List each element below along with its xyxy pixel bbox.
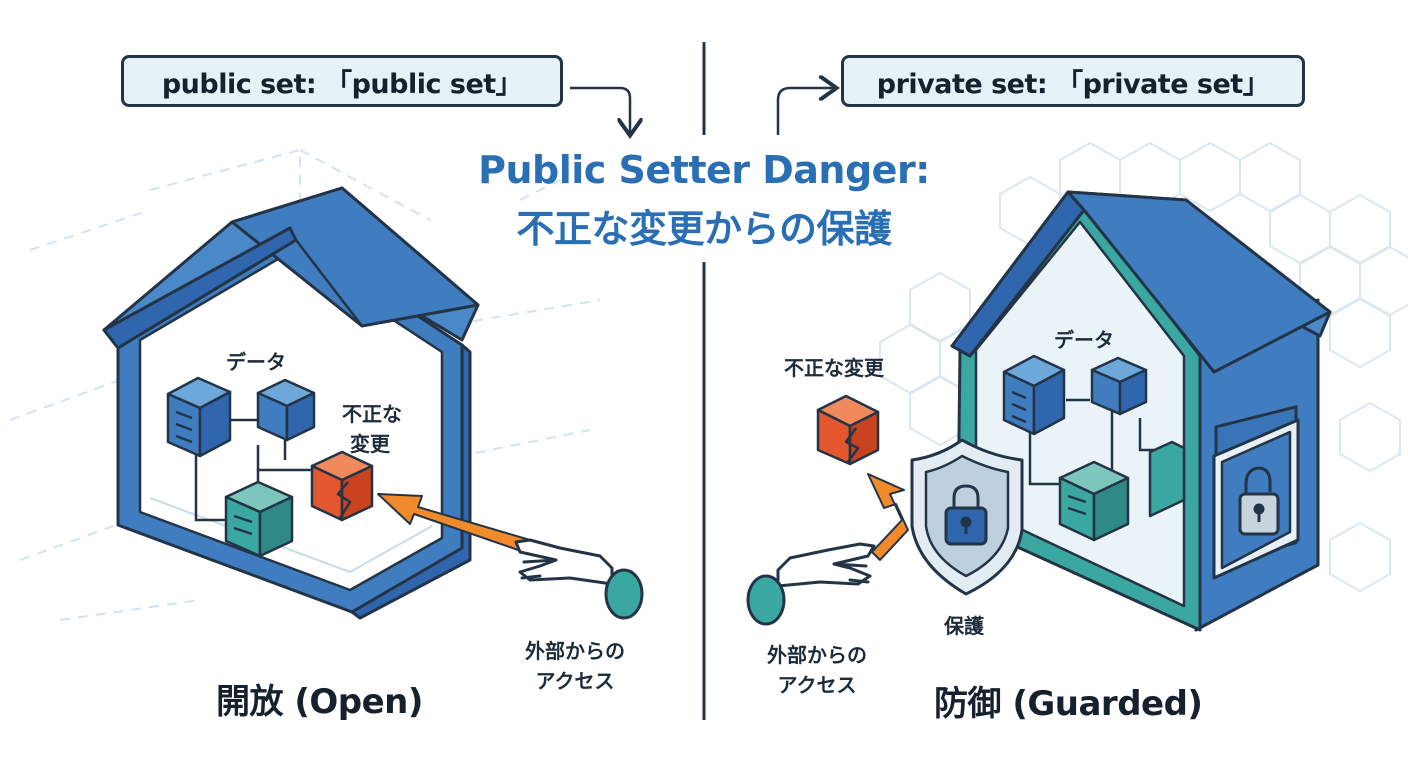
- open-tamper-label-2: 変更: [350, 432, 390, 456]
- server-cube-icon: [1148, 440, 1186, 518]
- open-access-line-1: 外部からの: [525, 639, 625, 663]
- open-tamper-label-1: 不正な: [342, 402, 402, 426]
- hand-icon: [514, 538, 644, 620]
- guarded-access-line-2: アクセス: [777, 673, 857, 697]
- broken-cube-icon: [310, 450, 374, 522]
- protect-label: 保護: [944, 614, 984, 638]
- padlock-icon: [1238, 466, 1280, 536]
- guarded-caption: 防御 (Guarded): [934, 684, 1203, 724]
- open-access-line-2: アクセス: [535, 669, 615, 693]
- server-cube-icon: [166, 376, 232, 458]
- server-cube-icon: [1058, 460, 1130, 542]
- public-set-code: public set: 「public set」: [161, 68, 523, 100]
- private-set-code: private set: 「private set」: [876, 68, 1270, 100]
- guarded-access-line-1: 外部からの: [767, 643, 867, 667]
- open-caption: 開放 (Open): [216, 682, 423, 722]
- guarded-tamper-label: 不正な変更: [784, 356, 884, 380]
- open-access-label: 外部からの アクセス: [500, 636, 650, 696]
- broken-cube-icon: [816, 394, 880, 466]
- open-data-label: データ: [226, 350, 286, 374]
- attack-arrow: [377, 493, 531, 553]
- server-cube-icon: [1002, 354, 1066, 436]
- deflect-arrow: [867, 473, 909, 561]
- private-code-arrow: [776, 88, 834, 135]
- server-cube-icon: [256, 378, 316, 442]
- guarded-data-label: データ: [1054, 328, 1114, 352]
- background-grid-left: [9, 148, 601, 621]
- server-cube-icon: [224, 480, 294, 558]
- guarded-access-label: 外部からの アクセス: [742, 640, 892, 700]
- hand-icon: [746, 542, 876, 626]
- public-set-code-box: public set: 「public set」: [121, 55, 563, 107]
- private-set-code-box: private set: 「private set」: [841, 55, 1305, 107]
- server-cube-icon: [1090, 356, 1148, 416]
- public-code-arrow: [570, 86, 630, 133]
- title-line-2: 不正な変更からの保護: [516, 207, 892, 251]
- title-line-1: Public Setter Danger:: [478, 148, 930, 192]
- shield-lock-icon: [910, 438, 1024, 596]
